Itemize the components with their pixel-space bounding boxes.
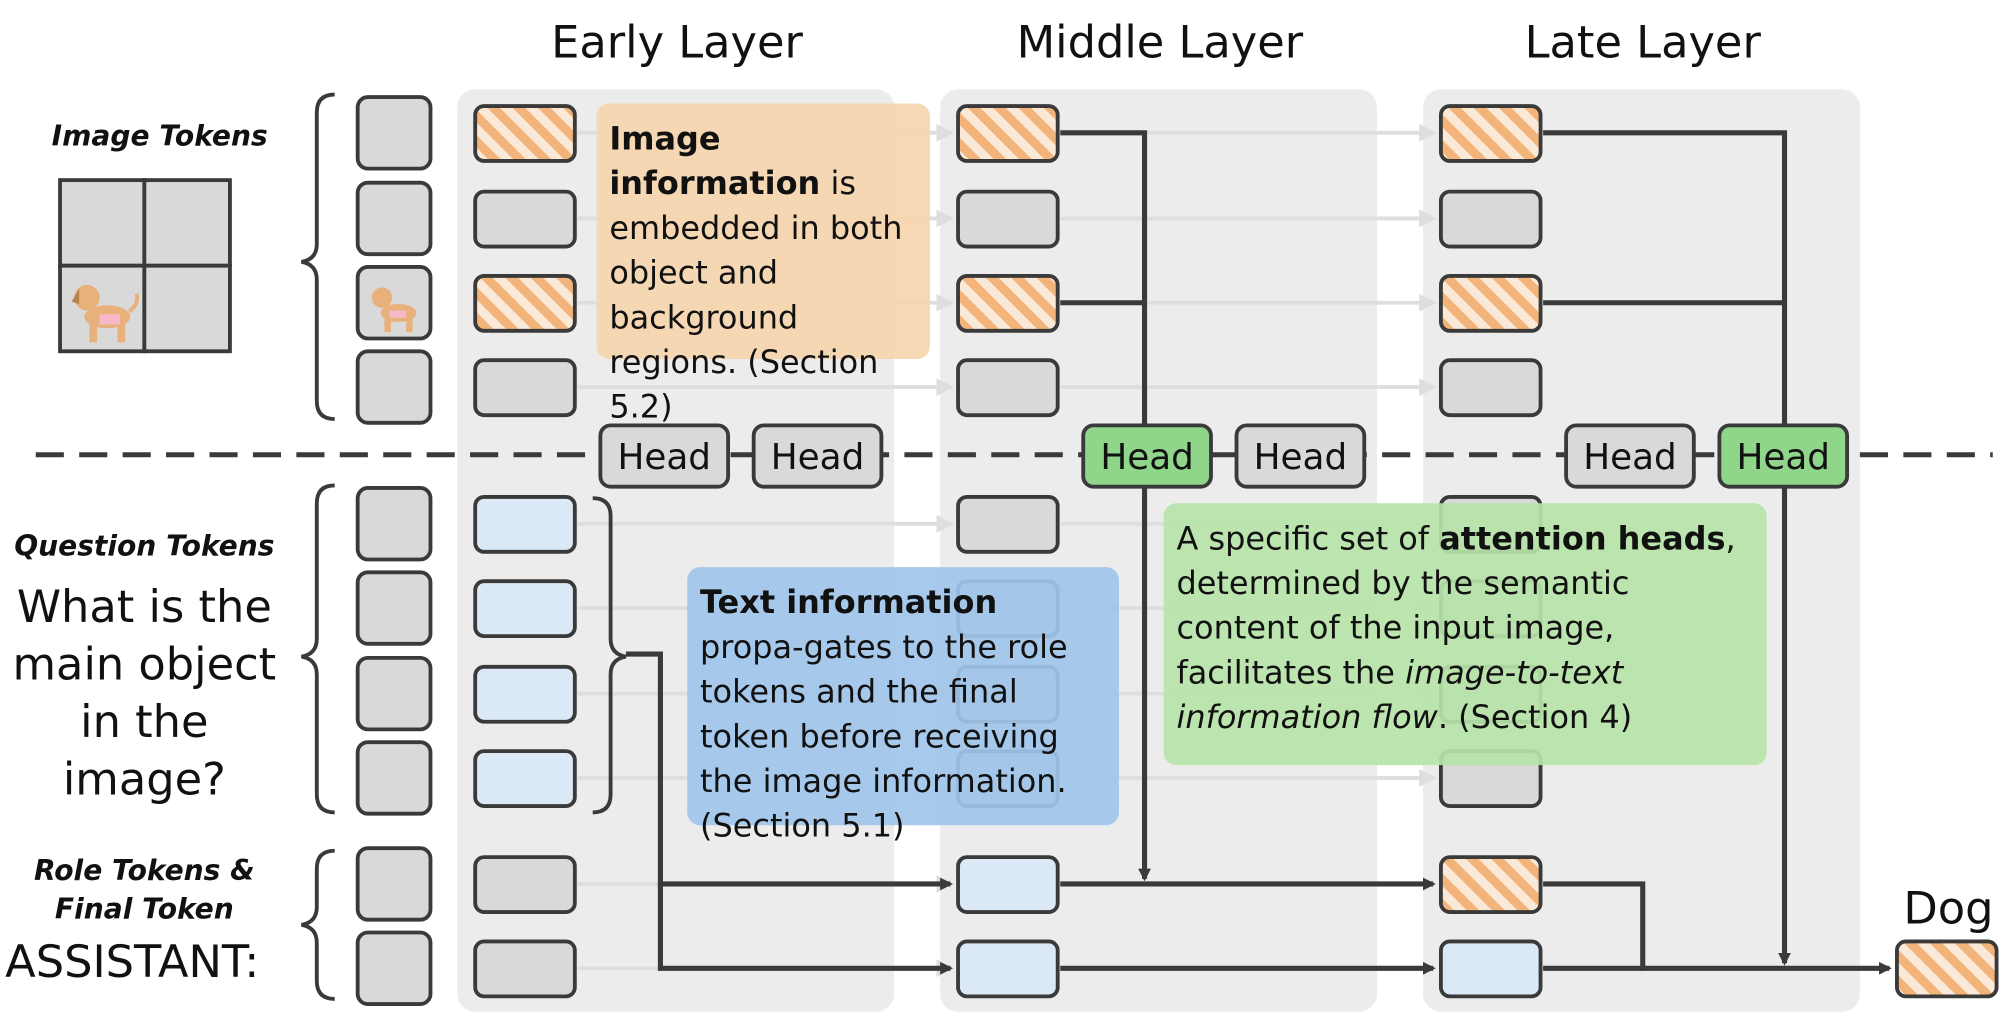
image-info-annotation: Image information is embedded in both ob… <box>596 103 930 425</box>
output-token <box>1895 939 1999 999</box>
text-info-bold: Text information <box>700 583 998 621</box>
heads-info-annotation: A specific set of attention heads, deter… <box>1163 503 1767 766</box>
heads-info-post: . (Section 4) <box>1437 698 1633 736</box>
flow-arrows <box>625 130 1892 975</box>
early-layer-tokens <box>473 104 577 999</box>
late-layer-title: Late Layer <box>1524 17 1761 69</box>
image-info-text: is embedded in both object and backgroun… <box>609 164 903 426</box>
role-tokens-label: Role Tokens & Final Token <box>34 855 255 927</box>
head-label: Head <box>617 435 712 478</box>
attention-heads <box>598 423 1850 489</box>
middle-layer-title: Middle Layer <box>1016 17 1304 69</box>
heads-info-mid: , determined by the semantic content of … <box>1176 519 1736 692</box>
head-label-active: Head <box>1100 435 1194 478</box>
role-text: ASSISTANT: <box>5 937 260 989</box>
head-label: Head <box>770 435 865 478</box>
head-label-active: Head <box>1736 435 1831 478</box>
head-label: Head <box>1253 435 1348 478</box>
text-info-text: propa-gates to the role tokens and the f… <box>700 628 1068 845</box>
middle-layer-tokens <box>956 104 1060 999</box>
dog-token-icon <box>371 287 417 333</box>
image-tokens-label: Image Tokens <box>51 121 268 154</box>
image-info-bold: Image information <box>609 120 821 202</box>
question-tokens-label: Question Tokens <box>14 531 275 564</box>
input-token-column <box>355 95 433 1006</box>
heads-info-bold: attention heads <box>1439 519 1726 557</box>
head-label: Head <box>1583 435 1677 478</box>
question-text: What is the main object in the image? <box>12 582 277 807</box>
early-layer-title: Early Layer <box>551 17 803 69</box>
image-grid <box>58 178 232 354</box>
output-label: Dog <box>1903 883 1994 936</box>
text-info-annotation: Text information propa-gates to the role… <box>687 567 1120 844</box>
heads-info-italic: image-to-text information flow <box>1176 654 1624 736</box>
dog-image-icon <box>71 284 140 343</box>
heads-info-pre: A specific set of <box>1176 519 1440 557</box>
